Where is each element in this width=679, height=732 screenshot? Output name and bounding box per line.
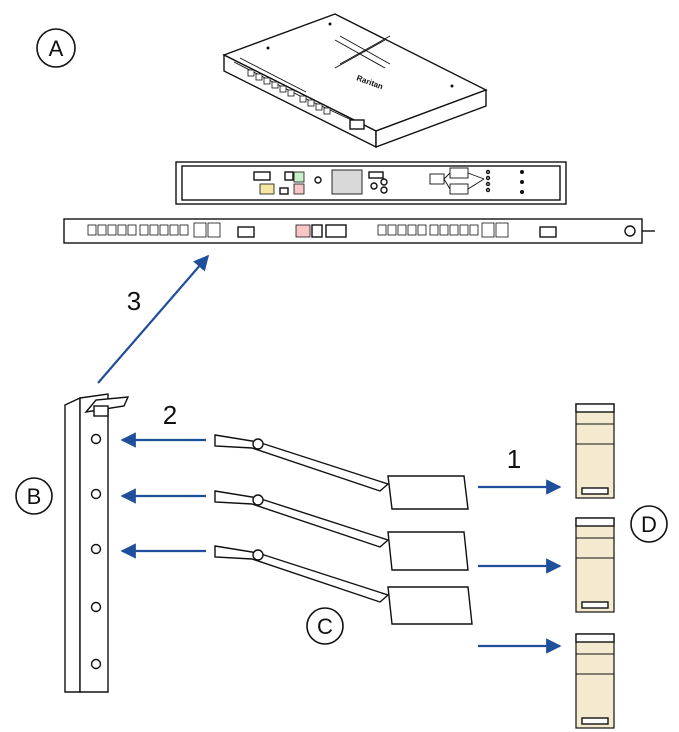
step-1-arrows	[478, 479, 562, 654]
callout-b: B	[15, 477, 53, 515]
step-2-arrows	[120, 432, 206, 559]
server-tower-icon-3	[575, 633, 615, 729]
asset-tag-strip-1	[214, 434, 469, 510]
svg-text:C: C	[317, 614, 333, 639]
svg-text:A: A	[49, 36, 64, 61]
callout-d: D	[630, 505, 668, 543]
asset-tag-strip-2	[214, 490, 469, 571]
brand-x-logo-icon	[334, 35, 391, 69]
outlet-bank-right	[377, 222, 509, 238]
step-1-label: 1	[507, 444, 521, 474]
outlet-bank-left	[87, 222, 221, 238]
pdu-front-panel-icon	[175, 161, 567, 205]
step-2-label: 2	[163, 400, 177, 430]
zero-u-pdu-strip-icon	[63, 218, 655, 244]
asset-tag-strip-3	[214, 545, 473, 625]
callout-a: A	[36, 28, 76, 68]
rack-pdu-1u-isometric-icon: Raritan	[222, 13, 488, 149]
svg-text:B: B	[27, 484, 42, 509]
outlet-row-front	[247, 69, 331, 115]
step-3-arrow	[97, 254, 210, 384]
step-3-label: 3	[127, 286, 141, 316]
rack-post-icon	[64, 393, 130, 693]
svg-text:D: D	[641, 512, 657, 537]
callout-c: C	[306, 607, 344, 645]
server-tower-icon-1	[575, 403, 615, 499]
server-tower-icon-2	[575, 517, 615, 613]
lcd-screen	[331, 169, 363, 195]
